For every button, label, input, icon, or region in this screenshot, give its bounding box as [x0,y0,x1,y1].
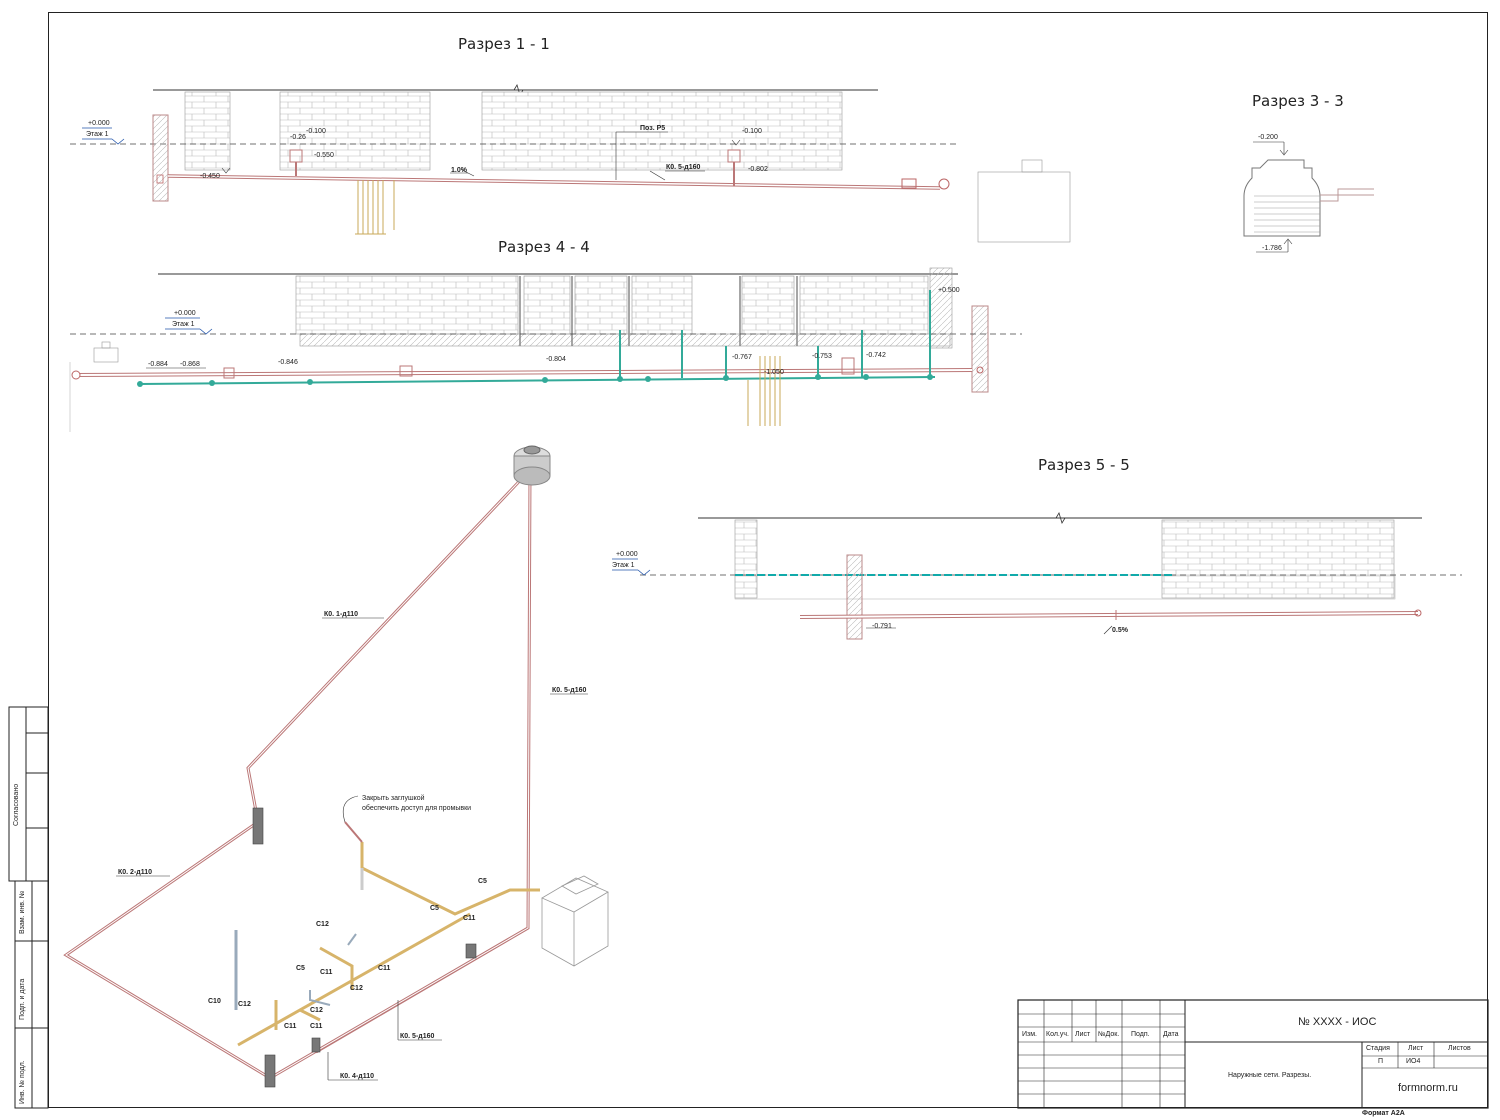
s4-level-m0753: -0.753 [812,353,832,360]
drawing-frame [48,12,1488,1108]
s3-level-bottom: -1.786 [1262,245,1282,252]
tb-stage-value: П [1378,1058,1384,1065]
iso-label-c12b: С12 [350,985,363,992]
iso-label-c11c: С11 [320,969,333,976]
section-title-1-1: Разрез 1 - 1 [458,35,550,53]
s4-level-m0884: -0.884 [148,361,168,368]
tb-sheets-header: Листов [1448,1045,1471,1052]
iso-label-k01: К0. 1-д110 [324,611,358,618]
iso-label-k02: К0. 2-д110 [118,869,152,876]
level-floor-s4: Этаж 1 [172,321,195,328]
s1-level-m026: -0.26 [290,134,306,141]
stamp-inv-sub: Взам. инв. № [19,890,26,934]
section-4-4: +0.000 Этаж 1 [69,267,1022,432]
s3-level-top: -0.200 [1258,134,1278,141]
isometric-scheme: К0. 1-д110 К0. 5-д160 К0. 2-д110 К0. 5-д… [63,445,609,1088]
tb-stage-header: Стадия [1366,1045,1390,1052]
iso-label-c5a: С5 [478,878,487,885]
s5-slope: 0.5% [1112,627,1129,634]
title-block-grid [1017,999,1489,1109]
s1-level-m0100a: -0.100 [306,128,326,135]
tb-sheet-name: Наружные сети. Разрезы. [1228,1072,1312,1079]
iso-label-c5c: С5 [296,965,305,972]
s5-level-m0791: -0.791 [872,623,892,630]
s4-level-m0804: -0.804 [546,356,566,363]
tb-col-list: Лист [1075,1031,1091,1038]
iso-label-c10: С10 [208,998,221,1005]
iso-label-c12a: С12 [316,921,329,928]
section-5-5: +0.000 Этаж 1 -0.791 0.5% [612,512,1462,640]
s4-level-m1050: -1.050 [764,369,784,376]
tb-org: formnorm.ru [1398,1082,1458,1094]
tb-col-izm: Изм. [1022,1031,1037,1038]
s1-label-poz: Поз. Р5 [640,125,665,132]
level-zero-s5: +0.000 [616,551,638,558]
iso-label-c5b: С5 [430,905,439,912]
section-title-4-4: Разрез 4 - 4 [498,238,590,256]
iso-label-k04: К0. 4-д110 [340,1073,374,1080]
s1-level-m0802: -0.802 [748,166,768,173]
s1-label-pipe: К0. 5-д160 [666,164,701,171]
s4-level-p0500: +0.500 [938,287,960,294]
tb-doc-number: № XXXX - ИОС [1298,1016,1377,1028]
section-1-1: +0.000 Этаж 1 [70,84,1071,243]
tb-col-koluch: Кол.уч. [1046,1031,1069,1038]
section-title-3-3: Разрез 3 - 3 [1252,92,1344,110]
s4-level-m0767: -0.767 [732,354,752,361]
s1-level-m0100b: -0.100 [742,128,762,135]
iso-note-line2: обеспечить доступ для промывки [362,804,471,812]
s1-level-m0550: -0.550 [314,152,334,159]
level-zero-s4: +0.000 [174,310,196,317]
iso-label-c11d: С11 [284,1023,297,1030]
level-floor-s1: Этаж 1 [86,131,109,138]
tb-col-podp: Подп. [1131,1031,1150,1038]
s1-level-m0450: -0.450 [200,173,220,180]
iso-label-k05a: К0. 5-д160 [552,687,587,694]
iso-label-c12c: С12 [310,1007,323,1014]
stamp-agreed: Согласовано [13,783,20,826]
iso-label-k05b: К0. 5-д160 [400,1033,435,1040]
iso-label-c11e: С11 [310,1023,323,1030]
tb-format: Формат А2А [1362,1110,1405,1117]
level-zero-s1: +0.000 [88,120,110,127]
s1-slope: 1.0% [451,167,468,174]
level-floor-s5: Этаж 1 [612,562,635,569]
iso-label-c11a: С11 [463,915,476,922]
side-stamp-grid [8,706,49,1109]
iso-note-line1: Закрыть заглушкой [362,794,425,802]
section-title-5-5: Разрез 5 - 5 [1038,456,1130,474]
tb-sheet-header: Лист [1408,1045,1424,1052]
stamp-inv-orig: Инв. № подл. [19,1060,26,1104]
s4-level-m0868: -0.868 [180,361,200,368]
tb-col-ndok: №Док. [1098,1031,1120,1038]
section-3-3: -0.200 -1.786 [1243,134,1374,253]
tb-sheet-value: ИО4 [1406,1058,1421,1065]
iso-label-c12d: С12 [238,1001,251,1008]
stamp-sign-date: Подп. и дата [19,978,26,1020]
s4-level-m0846: -0.846 [278,359,298,366]
tb-col-data: Дата [1163,1031,1179,1038]
iso-label-c11b: С11 [378,965,391,972]
s4-level-m0742: -0.742 [866,352,886,359]
